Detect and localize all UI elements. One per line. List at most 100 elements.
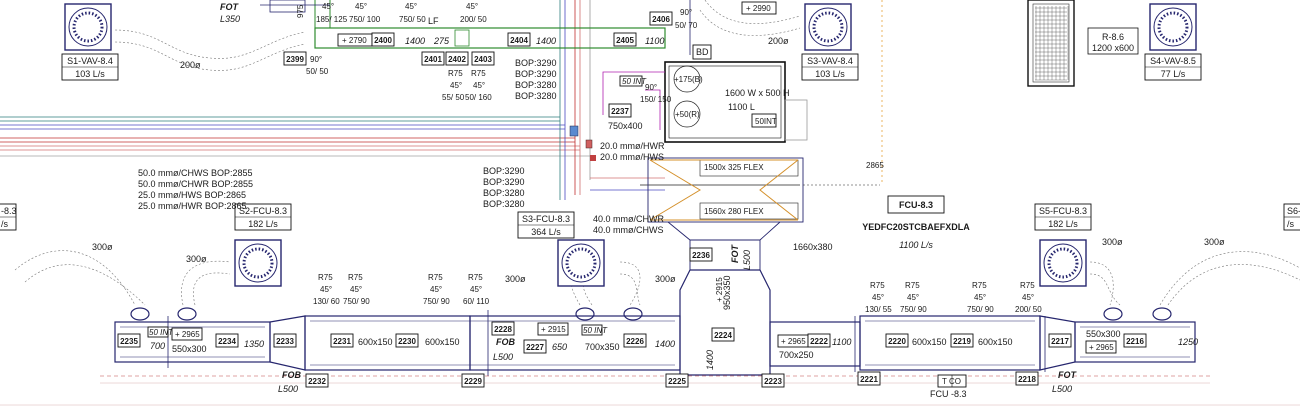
deg45-2: 45° <box>355 2 367 11</box>
s1-label: S1-VAV-8.4 <box>67 56 113 66</box>
duct-tag-2220: 2220 <box>885 333 909 348</box>
d150-150: 150/ 150 <box>640 95 672 104</box>
p2990: + 2990 <box>746 4 771 13</box>
duct-tag-2216: 2216 <box>1123 333 1147 348</box>
duct-tag-2218: 2218 <box>1015 371 1039 386</box>
int50-a: 50 INT <box>149 328 174 337</box>
s3-label: S3-VAV-8.4 <box>807 56 853 66</box>
svg-text:2218: 2218 <box>1018 375 1036 384</box>
svg-text:2234: 2234 <box>218 337 236 346</box>
s950: 950x350 <box>722 275 732 310</box>
grille-label: R-8.6 <box>1102 32 1124 42</box>
svg-text:2228: 2228 <box>494 325 512 334</box>
deg45-4: 45° <box>466 2 478 11</box>
s1660: 1660x380 <box>793 242 833 252</box>
pipe-annotations: 50.0 mmø/CHWS BOP:2855 50.0 mmø/CHWR BOP… <box>138 58 665 235</box>
duct-tag-2221: 2221 <box>857 371 881 386</box>
deg45-6: 45° <box>350 285 362 294</box>
n1250: 1250 <box>1178 337 1198 347</box>
pipe-low-1: 40.0 mmø/CHWS <box>593 225 664 235</box>
grille-size: 1200 x600 <box>1092 43 1134 53</box>
diffuser-s5-icon <box>1039 239 1087 287</box>
flex-plenum <box>647 0 883 271</box>
pipe-mid-1: 20.0 mmø/HWS <box>600 152 664 162</box>
deg45-12: 45° <box>1022 293 1034 302</box>
p2915-b: + 2915 <box>715 277 724 302</box>
s2-label: S2-FCU-8.3 <box>239 206 287 216</box>
d200-50-b: 200/ 50 <box>1015 305 1042 314</box>
duct-tag-2401: 2401 <box>421 51 445 66</box>
duct-tag-2224: 2224 <box>711 327 735 342</box>
r75-b: R75 <box>471 69 486 78</box>
deg45-7: 45° <box>430 285 442 294</box>
d200-top-left: 200ø <box>180 60 201 70</box>
svg-text:2237: 2237 <box>611 107 629 116</box>
d130-60: 130/ 60 <box>313 297 340 306</box>
l500-a: L500 <box>278 384 298 394</box>
d200-50: 200/ 50 <box>460 15 487 24</box>
diffuser-s3fcu-icon <box>557 239 605 287</box>
fcu-bd: BD <box>696 47 709 57</box>
r75-6: R75 <box>905 281 920 290</box>
fot-top: FOT <box>220 2 239 12</box>
flex-label-2: 1560x 280 FLEX <box>704 207 764 216</box>
bop-top-3: BOP:3280 <box>515 91 557 101</box>
duct-tag-2402: 2402 <box>445 51 469 66</box>
s600-d: 600x150 <box>978 337 1013 347</box>
bop-mid-1: BOP:3290 <box>483 177 525 187</box>
deg45-3: 45° <box>405 2 417 11</box>
fcu-unit-size: 1600 W x 500 H <box>725 88 790 98</box>
s4-flow: 77 L/s <box>1161 69 1186 79</box>
bottom-dims: 300ø 300ø 300ø 300ø 300ø 300ø R75 45° 13… <box>92 237 1225 399</box>
duct-tag-2225: 2225 <box>665 373 689 388</box>
deg45-b: 45° <box>473 81 485 90</box>
svg-text:2225: 2225 <box>668 377 686 386</box>
pipe-low-0: 40.0 mmø/CHWR <box>593 214 665 224</box>
fcu-model: YEDFC20STCBAEFXDLA <box>862 222 970 232</box>
d750-100: 750/ 100 <box>349 15 381 24</box>
svg-text:2399: 2399 <box>286 55 304 64</box>
fcu-conn2: +50(R) <box>675 110 700 119</box>
bop-top-1: BOP:3290 <box>515 69 557 79</box>
svg-text:2404: 2404 <box>510 36 528 45</box>
diffuser-s1-icon <box>64 3 112 51</box>
d200-top-right: 200ø <box>768 36 789 46</box>
fcu-unit-len: 1100 L <box>728 102 755 112</box>
deg45-5: 45° <box>320 285 332 294</box>
duct-tag-2237: 2237 <box>608 103 632 118</box>
duct-tag-2406: 2406 <box>649 11 673 26</box>
n275: 275 <box>433 36 450 46</box>
duct-tag-2400: 2400 <box>371 32 395 47</box>
edge-left-label: -8.3 <box>1 206 17 216</box>
duct-tag-2234: 2234 <box>215 333 239 348</box>
fcu-int: 50INT <box>755 117 777 126</box>
svg-text:2229: 2229 <box>464 377 482 386</box>
s600-c: 600x150 <box>912 337 947 347</box>
svg-text:2403: 2403 <box>474 55 492 64</box>
duct-tag-2232: 2232 <box>305 373 329 388</box>
svg-text:2405: 2405 <box>616 36 634 45</box>
l350-top: L350 <box>220 14 240 24</box>
duct-tag-2399: 2399 <box>283 51 307 66</box>
duct-tag-2405: 2405 <box>613 32 637 47</box>
s5-label: S5-FCU-8.3 <box>1039 206 1087 216</box>
svg-text:2235: 2235 <box>120 337 138 346</box>
pipe-left-1: 50.0 mmø/CHWR BOP:2855 <box>138 179 253 189</box>
s5-flow: 182 L/s <box>1048 219 1078 229</box>
return-grille-icon <box>1027 0 1139 87</box>
svg-text:2236: 2236 <box>692 251 710 260</box>
fcu-flow: 1100 L/s <box>899 240 933 250</box>
s3fcu-label: S3-FCU-8.3 <box>522 214 570 224</box>
svg-text:2401: 2401 <box>424 55 442 64</box>
s3-flow: 103 L/s <box>815 69 845 79</box>
svg-text:2226: 2226 <box>626 337 644 346</box>
d130-55: 130/ 55 <box>865 305 892 314</box>
svg-text:2406: 2406 <box>652 15 670 24</box>
fcu-bottom: FCU -8.3 <box>930 389 967 399</box>
int50-top: 50 INT <box>622 77 647 86</box>
s700b: 700x250 <box>779 350 814 360</box>
s4-label: S4-VAV-8.5 <box>1150 56 1196 66</box>
duct-tag-2230: 2230 <box>395 333 419 348</box>
l500-b: L500 <box>493 352 513 362</box>
